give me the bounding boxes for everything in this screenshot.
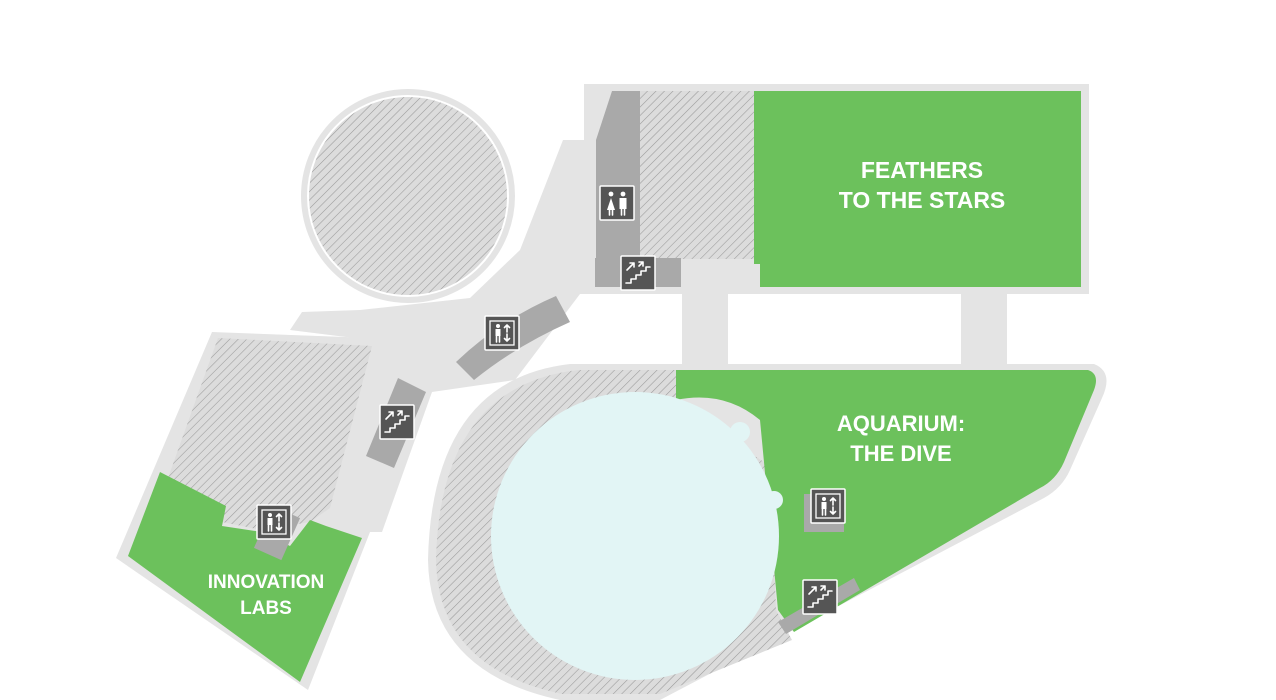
amenity-icons — [256, 185, 846, 615]
feathers-label-line2: TO THE STARS — [839, 187, 1006, 213]
exhibit-feathers-to-the-stars[interactable]: FEATHERS TO THE STARS — [754, 91, 1081, 287]
aquarium-label-line2: THE DIVE — [850, 441, 951, 466]
escalator-icon[interactable] — [620, 255, 656, 291]
feathers-label-line1: FEATHERS — [861, 157, 983, 183]
main-corridor — [290, 140, 605, 532]
elevator-icon[interactable] — [256, 504, 292, 540]
feathers-hatched — [640, 91, 754, 259]
elevator-icon[interactable] — [484, 315, 520, 351]
connector-right — [961, 284, 1007, 376]
rotunda-hatched — [309, 97, 507, 295]
connector-left — [682, 290, 728, 376]
exhibit-innovation-labs[interactable]: INNOVATION LABS — [128, 472, 362, 682]
exhibit-aquarium-the-dive[interactable]: AQUARIUM: THE DIVE — [676, 370, 1096, 632]
innovation-label-line1: INNOVATION — [208, 572, 324, 593]
escalator-icon[interactable] — [802, 579, 838, 615]
rotunda-rim — [301, 89, 515, 303]
elevator-icon[interactable] — [810, 488, 846, 524]
escalator-icon[interactable] — [379, 404, 415, 440]
aquarium-label-line1: AQUARIUM: — [837, 411, 965, 436]
aquarium-pool — [491, 392, 783, 680]
innovation-hatched — [168, 338, 372, 530]
exhibit-zones: FEATHERS TO THE STARS AQUARIUM: THE DIVE… — [128, 91, 1096, 682]
restroom-icon[interactable] — [599, 185, 635, 221]
innovation-label-line2: LABS — [240, 598, 292, 619]
